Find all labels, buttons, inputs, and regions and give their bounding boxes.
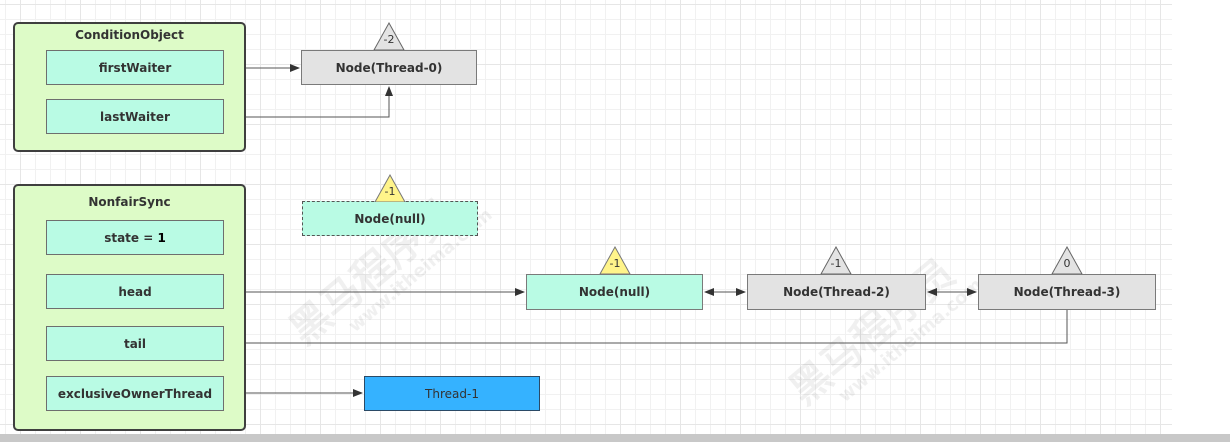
field-state[interactable]: state = 1: [46, 220, 224, 255]
state-value: 1: [157, 230, 166, 245]
edge-thread3-to-tail: [225, 309, 1068, 347]
node-thread0[interactable]: Node(Thread-0): [301, 50, 477, 85]
condition-object-title: ConditionObject: [75, 28, 184, 42]
wait-status-badge-thread3: 0: [1051, 246, 1083, 274]
node-thread2[interactable]: Node(Thread-2): [747, 274, 926, 310]
wait-status-null-dashed: -1: [384, 185, 396, 198]
node-thread3[interactable]: Node(Thread-3): [978, 274, 1156, 310]
field-lastWaiter[interactable]: lastWaiter: [46, 99, 224, 134]
nonfair-sync-title: NonfairSync: [88, 195, 171, 209]
node-owner-thread1[interactable]: Thread-1: [364, 376, 540, 411]
wait-status-badge-head-null: -1: [599, 246, 631, 274]
wait-status-badge-thread0: -2: [373, 22, 405, 50]
edge-lastWaiter-to-thread0: [224, 86, 393, 118]
wait-status-head-null: -1: [609, 257, 621, 270]
field-head[interactable]: head: [46, 274, 224, 309]
field-firstWaiter[interactable]: firstWaiter: [46, 50, 224, 85]
wait-status-badge-thread2: -1: [820, 246, 852, 274]
field-exclusiveOwnerThread[interactable]: exclusiveOwnerThread: [46, 376, 224, 411]
field-tail[interactable]: tail: [46, 326, 224, 361]
bottom-bar: [0, 434, 1230, 442]
wait-status-badge-null-dashed: -1: [374, 174, 406, 202]
node-head-null[interactable]: Node(null): [526, 274, 703, 310]
wait-status-thread2: -1: [830, 257, 842, 270]
wait-status-thread0: -2: [383, 33, 395, 46]
node-null-dashed[interactable]: Node(null): [302, 201, 478, 236]
state-label: state =: [104, 230, 158, 245]
wait-status-thread3: 0: [1063, 257, 1071, 270]
